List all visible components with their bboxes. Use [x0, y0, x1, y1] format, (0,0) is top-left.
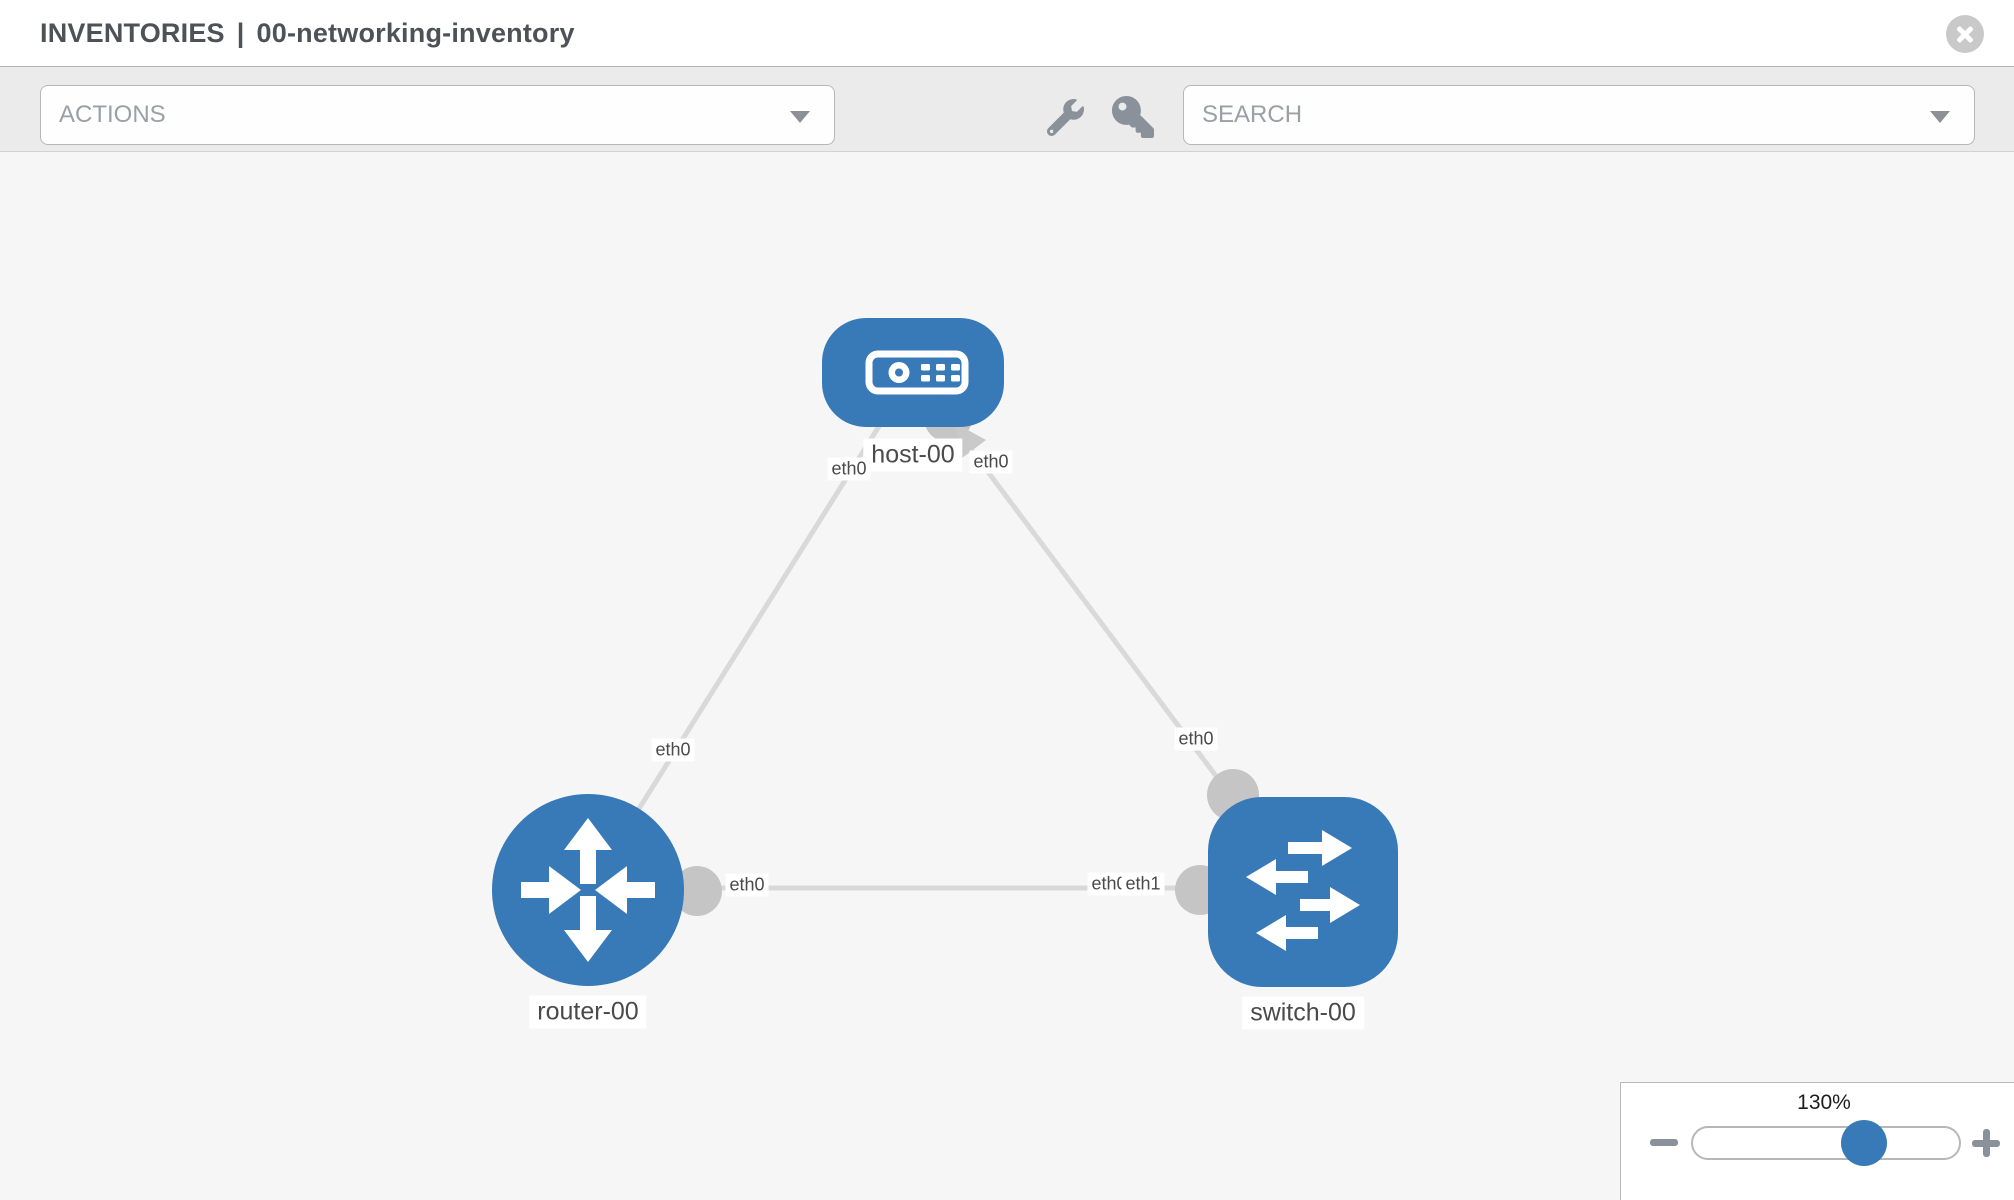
zoom-out-icon[interactable] [1650, 1139, 1678, 1146]
breadcrumb-section: INVENTORIES [40, 18, 225, 48]
inventory-name: 00-networking-inventory [256, 18, 575, 48]
switch-icon [1246, 830, 1360, 951]
header-bar: INVENTORIES | 00-networking-inventory [0, 0, 2014, 66]
close-button[interactable] [1946, 15, 1984, 53]
link-arrowhead [955, 423, 986, 458]
interface-label-switch-eth1: eth1 [1121, 872, 1165, 896]
interface-label-host-left: eth0 [827, 457, 871, 481]
page-title: INVENTORIES | 00-networking-inventory [40, 0, 575, 66]
node-switch[interactable] [1208, 797, 1398, 987]
interface-label-router-right: eth0 [725, 873, 769, 897]
interface-label-link-host-router: eth0 [651, 738, 695, 762]
endpoint-router-right [672, 866, 722, 916]
plus-icon-bar [1982, 1129, 1990, 1157]
node-router[interactable] [492, 794, 684, 986]
router-icon [521, 818, 655, 962]
chevron-down-icon [1930, 111, 1950, 123]
topology-canvas[interactable] [0, 153, 2014, 1200]
host-icon [865, 350, 969, 395]
router-label: router-00 [529, 995, 647, 1029]
key-button[interactable] [1112, 96, 1154, 138]
zoom-slider-track[interactable] [1691, 1126, 1961, 1160]
wrench-button[interactable] [1047, 99, 1084, 136]
host-label: host-00 [863, 438, 963, 472]
zoom-slider-thumb[interactable] [1841, 1120, 1887, 1166]
zoom-level: 130% [1797, 1091, 1851, 1114]
interface-label-host-right: eth0 [969, 450, 1013, 474]
zoom-in-icon[interactable] [1972, 1129, 2000, 1157]
toolbar: ACTIONS SEARCH [0, 66, 2014, 152]
node-host[interactable] [822, 318, 1004, 427]
actions-dropdown-label: ACTIONS [59, 101, 166, 128]
wrench-icon [1047, 99, 1084, 136]
interface-label-link-host-switch: eth0 [1174, 727, 1218, 751]
breadcrumb-separator: | [236, 18, 245, 48]
zoom-control-panel: 130% [1620, 1082, 2014, 1200]
switch-label: switch-00 [1242, 996, 1364, 1030]
key-icon [1112, 96, 1154, 138]
search-dropdown[interactable]: SEARCH [1183, 85, 1975, 145]
interface-label-switch-eth0: eth0 [1087, 872, 1131, 896]
chevron-down-icon [790, 111, 810, 123]
actions-dropdown[interactable]: ACTIONS [40, 85, 835, 145]
search-placeholder: SEARCH [1202, 101, 1303, 128]
